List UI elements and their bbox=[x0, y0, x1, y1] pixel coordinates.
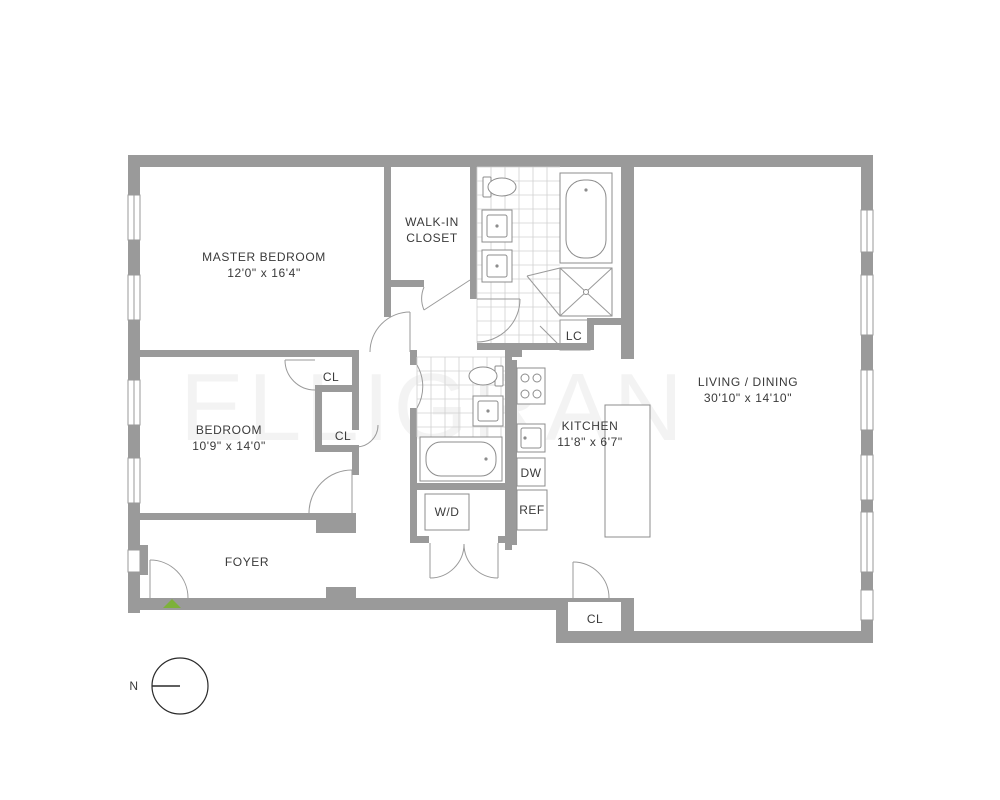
refrigerator-label: REF bbox=[519, 503, 545, 517]
closet-label-upper: CL bbox=[323, 370, 339, 384]
living-dining-name: LIVING / DINING bbox=[698, 375, 798, 389]
dishwasher-label: DW bbox=[521, 466, 542, 480]
walk-in-closet-label-2: CLOSET bbox=[406, 231, 458, 245]
master-bath bbox=[476, 166, 613, 351]
hall-bath bbox=[416, 356, 505, 482]
entry-arrow-icon bbox=[163, 599, 181, 608]
bedroom-name: BEDROOM bbox=[196, 423, 262, 437]
master-bedroom-size: 12'0" x 16'4" bbox=[227, 266, 301, 280]
living-dining-size: 30'10" x 14'10" bbox=[704, 391, 792, 405]
compass-north-label: N bbox=[129, 679, 138, 693]
dishwasher bbox=[516, 457, 546, 487]
kitchen-fixtures bbox=[516, 367, 651, 538]
master-bedroom-name: MASTER BEDROOM bbox=[202, 250, 326, 264]
foyer-name: FOYER bbox=[225, 555, 269, 569]
kitchen-island bbox=[604, 404, 651, 538]
washer-dryer-label: W/D bbox=[435, 505, 460, 519]
cooktop bbox=[516, 367, 546, 405]
door-swings bbox=[149, 279, 610, 599]
washer-dryer bbox=[424, 493, 470, 531]
kitchen-size: 11'8" x 6'7" bbox=[557, 435, 622, 449]
closet-label-lower: CL bbox=[335, 429, 351, 443]
kitchen-name: KITCHEN bbox=[562, 419, 619, 433]
windows-right bbox=[860, 209, 874, 621]
closet-label-living: CL bbox=[587, 612, 603, 626]
linen-closet-label: LC bbox=[566, 329, 582, 343]
interior-walls bbox=[140, 167, 634, 550]
windows-left bbox=[127, 194, 141, 573]
hall-toilet bbox=[468, 366, 498, 386]
bedroom-size: 10'9" x 14'0" bbox=[192, 439, 266, 453]
toilet-bowl bbox=[487, 177, 517, 197]
laundry-closet bbox=[424, 493, 499, 579]
exterior-walls bbox=[128, 155, 873, 643]
refrigerator bbox=[516, 489, 548, 531]
walk-in-closet-label-1: WALK-IN bbox=[405, 215, 459, 229]
north-compass: N bbox=[129, 657, 209, 715]
